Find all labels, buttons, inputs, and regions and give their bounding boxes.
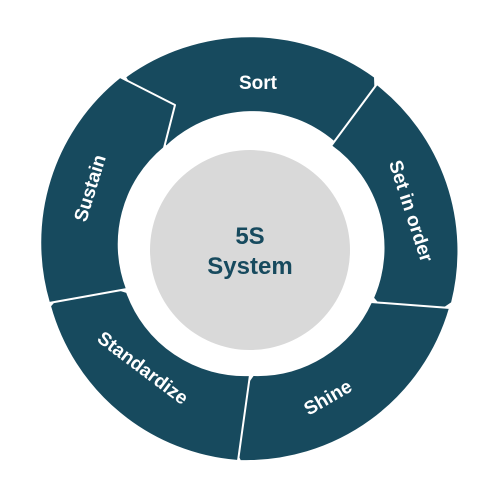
- segment-standardize: [49, 275, 251, 462]
- segment-sustain: [39, 76, 176, 304]
- cycle-ring: [39, 35, 460, 463]
- center-label-system: System: [207, 253, 292, 280]
- segment-sort: [124, 35, 378, 148]
- center-circle: [150, 150, 350, 350]
- center-label-5s: 5S: [235, 223, 264, 250]
- segment-shine: [220, 301, 451, 463]
- segment-label-sort: Sort: [239, 73, 278, 94]
- segment-set-in-order: [330, 83, 460, 336]
